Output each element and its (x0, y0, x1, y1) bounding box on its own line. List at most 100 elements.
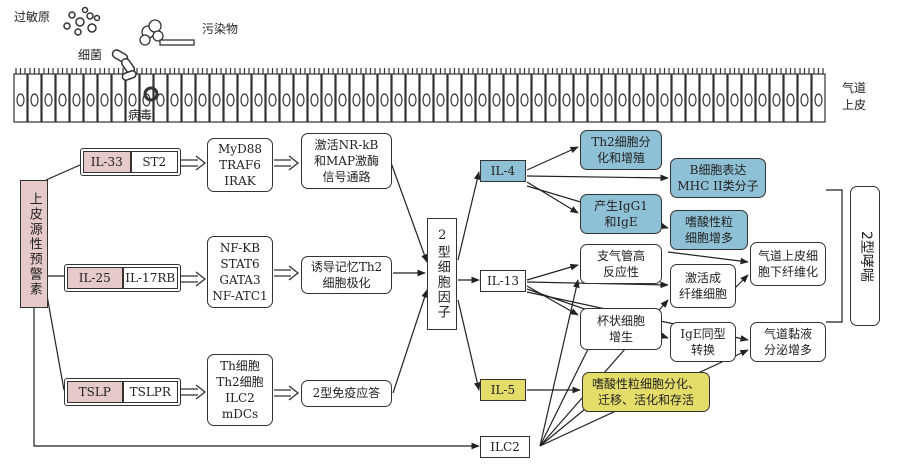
cell-nucleus (72, 93, 81, 107)
cell-nucleus (758, 93, 767, 107)
cell-nucleus (492, 93, 501, 107)
cell-nucleus (58, 93, 67, 107)
ligand-tslp: TSLP (67, 381, 123, 403)
cell-nucleus (674, 93, 683, 107)
cell-nucleus (226, 93, 235, 107)
outcome-eosinophil-activation: 嗜酸性粒细胞分化、 迁移、活化和存活 (582, 372, 710, 412)
cell-nucleus (100, 93, 109, 107)
cell-nucleus (744, 93, 753, 107)
cell-nucleus (450, 93, 459, 107)
cell-nucleus (44, 93, 53, 107)
cell-nucleus (128, 93, 137, 107)
cell-nucleus (310, 93, 319, 107)
outcome-ige-switch: IgE同型 转换 (670, 322, 736, 362)
cell-nucleus (254, 93, 263, 107)
outcome-hyperresponsiveness: 支气管高 反应性 (580, 244, 662, 284)
allergen-icon (63, 6, 101, 36)
cell-nucleus (716, 93, 725, 107)
cell-nucleus (366, 93, 375, 107)
cell-nucleus (590, 93, 599, 107)
receptor-tslp: TSLP TSLPR (64, 378, 181, 406)
cell-nucleus (422, 93, 431, 107)
il4-box: IL-4 (480, 160, 526, 182)
receptor-tslpr: TSLPR (122, 381, 178, 403)
signal-il25: NF-KB STAT6 GATA3 NF-ATC1 (207, 236, 273, 308)
cell-nucleus (632, 93, 641, 107)
receptor-il33: IL-33 ST2 (80, 148, 181, 176)
cell-nucleus (282, 93, 291, 107)
bacteria-label: 细菌 (78, 48, 103, 62)
pollutant-icon (139, 19, 195, 46)
outcome-th2-differentiation: Th2细胞分 化和增殖 (580, 130, 662, 170)
virus-icon (143, 86, 159, 102)
cell-nucleus (730, 93, 739, 107)
ligand-il33: IL-33 (83, 151, 131, 173)
cell-nucleus (86, 93, 95, 107)
hollow-arrows (181, 155, 300, 401)
cell-nucleus (268, 93, 277, 107)
il5-box: IL-5 (480, 379, 526, 401)
cell-nucleus (240, 93, 249, 107)
cell-nucleus (380, 93, 389, 107)
bacteria-icon (111, 49, 137, 81)
receptor-il17rb: IL-17RB (122, 267, 178, 289)
cell-nucleus (478, 93, 487, 107)
type2-asthma-box: 2型哮喘 (850, 186, 880, 326)
cell-nucleus (702, 93, 711, 107)
cell-nucleus (562, 93, 571, 107)
pollutant-label: 污染物 (202, 22, 239, 36)
ilc2-box: ILC2 (480, 436, 530, 458)
cell-nucleus (394, 93, 403, 107)
receptor-il25: IL-25 IL-17RB (64, 264, 181, 292)
effect-th2-polarization: 诱导记忆Th2 细胞极化 (301, 256, 392, 294)
il13-box: IL-13 (480, 270, 526, 292)
outcome-goblet-hyperplasia: 杯状细胞 增生 (580, 308, 662, 350)
cell-nucleus (464, 93, 473, 107)
alarmin-box: 上皮源性预警素 (20, 180, 48, 308)
cell-nucleus (506, 93, 515, 107)
cell-nucleus (800, 93, 809, 107)
cell-nucleus (786, 93, 795, 107)
cell-nucleus (184, 93, 193, 107)
cell-nucleus (646, 93, 655, 107)
effect-nfkb: 激活NR-kB 和MAP激酶 信号通路 (301, 133, 392, 189)
cell-nucleus (114, 93, 123, 107)
cell-nucleus (352, 93, 361, 107)
outcome-subepithelial-fibrosis: 气道上皮细 胞下纤维化 (750, 242, 826, 286)
signal-tslp: Th细胞 Th2细胞 ILC2 mDCs (207, 354, 273, 426)
cell-nucleus (156, 93, 165, 107)
cell-nucleus (660, 93, 669, 107)
cell-nucleus (772, 93, 781, 107)
cell-nucleus (198, 93, 207, 107)
cell-nucleus (576, 93, 585, 107)
outcome-igg-ige: 产生IgG1 和IgE (580, 194, 662, 234)
type2-asthma-label: 2型哮喘 (857, 230, 874, 282)
receptor-st2: ST2 (130, 151, 178, 173)
cell-nucleus (814, 93, 823, 107)
ligand-il25: IL-25 (67, 267, 123, 289)
cell-nucleus (16, 93, 25, 107)
cell-nucleus (534, 93, 543, 107)
cell-nucleus (212, 93, 221, 107)
cell-nucleus (436, 93, 445, 107)
cell-nucleus (604, 93, 613, 107)
outcome-fibroblast: 激活成 纤维细胞 (670, 264, 736, 308)
virus-label: 病毒 (128, 108, 153, 122)
cell-nucleus (548, 93, 557, 107)
cell-nucleus (30, 93, 39, 107)
cell-nucleus (170, 93, 179, 107)
allergen-label: 过敏原 (14, 10, 51, 24)
outcome-eosinophilia: 嗜酸性粒 细胞增多 (670, 210, 748, 250)
outcome-bcell-mhc: B细胞表达 MHC II类分子 (670, 158, 766, 198)
outcome-mucus: 气道黏液 分泌增多 (750, 322, 826, 362)
epithelium-layer (13, 68, 826, 123)
cell-nucleus (296, 93, 305, 107)
signal-il33: MyD88 TRAF6 IRAK (207, 138, 273, 192)
cell-nucleus (324, 93, 333, 107)
epithelium-label: 气道 上皮 (842, 81, 867, 112)
cell-nucleus (688, 93, 697, 107)
cell-nucleus (338, 93, 347, 107)
cell-nucleus (520, 93, 529, 107)
